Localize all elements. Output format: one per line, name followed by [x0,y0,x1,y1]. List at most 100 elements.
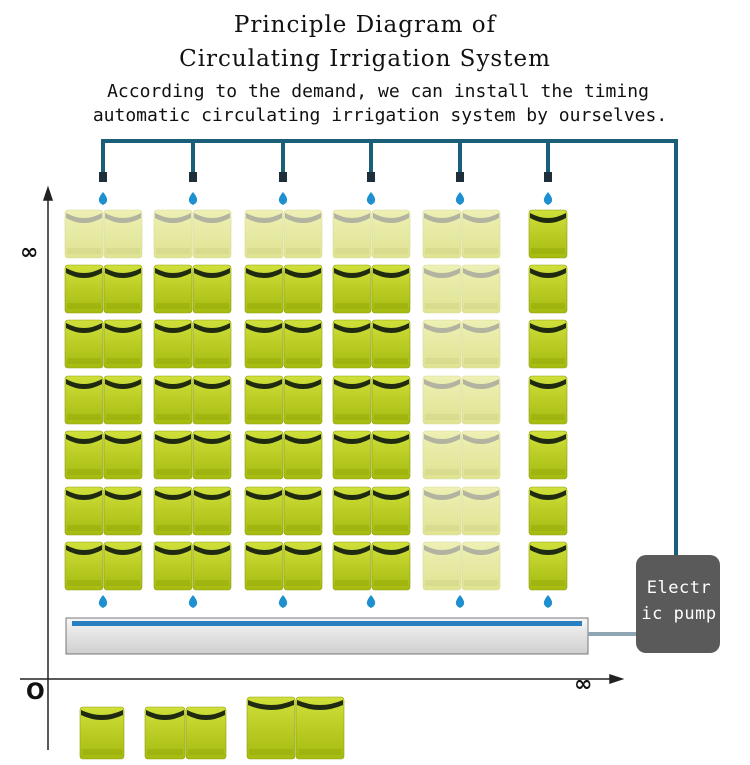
planter-unit [153,375,232,425]
planter-pocket-icon [144,706,186,760]
planter-unit [332,264,411,314]
diagram-title-line1: Principle Diagram of [233,12,497,38]
planter-pocket-icon [185,706,227,760]
planter-unit [422,264,501,314]
planter-pocket-icon [153,319,193,369]
planter-pocket-icon [79,706,125,760]
water-drop-icon [188,192,198,205]
water-drop-icon [543,192,553,205]
planter-pocket-icon [461,319,501,369]
nozzle [279,141,287,182]
sample-planters [79,696,345,760]
planter-unit [153,209,232,259]
planter-unit [528,209,568,259]
water-drop-icon [366,192,376,205]
pump-label: Electr ic pump [637,575,721,627]
planter-unit [528,319,568,369]
planter-pocket-icon [461,486,501,536]
planter-unit [244,375,323,425]
planter-pocket-icon [422,541,462,591]
planter-pocket-icon [422,375,462,425]
planter-pocket-icon [332,319,372,369]
planter-pocket-icon [461,264,501,314]
planter-pocket-icon [103,486,143,536]
planter-unit [153,430,232,480]
water-drop-icon [278,192,288,205]
planter-pocket-icon [244,264,284,314]
planter-unit [332,319,411,369]
planter-pocket-icon [283,319,323,369]
tray-water-line [72,621,582,626]
diagram-subtitle-line1: According to the demand, we can install … [107,81,649,102]
planter-pocket-icon [371,541,411,591]
planter-pocket-icon [461,209,501,259]
planter-pocket-icon [244,375,284,425]
planter-pocket-icon [192,486,232,536]
planter-pocket-icon [422,209,462,259]
planter-pocket-icon [283,209,323,259]
planter-unit [422,486,501,536]
planter-pocket-icon [461,430,501,480]
planter-pocket-icon [64,264,104,314]
planter-grid [64,209,568,608]
planter-pocket-icon [528,319,568,369]
planter-unit [332,430,411,480]
water-drop-icon [455,595,465,608]
planter-unit [422,541,501,591]
water-drop-icon [98,595,108,608]
planter-pocket-icon [528,209,568,259]
y-axis-arrow [42,185,54,201]
planter-unit [332,486,411,536]
planter-pocket-icon [528,430,568,480]
planter-pocket-icon [528,264,568,314]
planter-unit [244,430,323,480]
planter-pocket-icon [332,541,372,591]
planter-unit [244,486,323,536]
planter-pocket-icon [371,486,411,536]
planter-pocket-icon [283,486,323,536]
x-axis-arrow [609,673,625,685]
nozzle [99,141,107,182]
planter-unit [64,319,143,369]
water-drop-icon [543,595,553,608]
pump-label-line1: Electr [646,578,712,598]
planter-pocket-icon [283,375,323,425]
planter-pocket-icon [192,209,232,259]
planter-pocket-icon [192,264,232,314]
axes [20,185,625,750]
water-drop-icon [98,192,108,205]
planter-unit [153,264,232,314]
tray-drops [98,595,553,608]
planter-pocket-icon [461,375,501,425]
planter-pocket-icon [332,209,372,259]
planter-pocket-icon [153,486,193,536]
planter-unit [153,541,232,591]
planter-pocket-icon [528,486,568,536]
nozzles [98,141,553,205]
planter-unit [64,430,143,480]
planter-pocket-icon [283,264,323,314]
planter-pocket-icon [64,541,104,591]
planter-unit [64,209,143,259]
planter-pocket-icon [192,375,232,425]
planter-unit [244,319,323,369]
planter-unit [528,264,568,314]
planter-pocket-icon [371,209,411,259]
planter-pocket-icon [244,209,284,259]
nozzle [456,141,464,182]
planter-pocket-icon [283,541,323,591]
planter-unit [332,375,411,425]
planter-pocket-icon [192,541,232,591]
diagram-subtitle-line2: automatic circulating irrigation system … [92,105,668,126]
planter-pocket-icon [64,319,104,369]
planter-pocket-icon [192,319,232,369]
planter-unit [422,319,501,369]
planter-pocket-icon [64,209,104,259]
nozzle [367,141,375,182]
planter-pocket-icon [103,430,143,480]
planter-pocket-icon [371,375,411,425]
planter-pocket-icon [64,486,104,536]
planter-unit [332,541,411,591]
planter-unit [422,375,501,425]
